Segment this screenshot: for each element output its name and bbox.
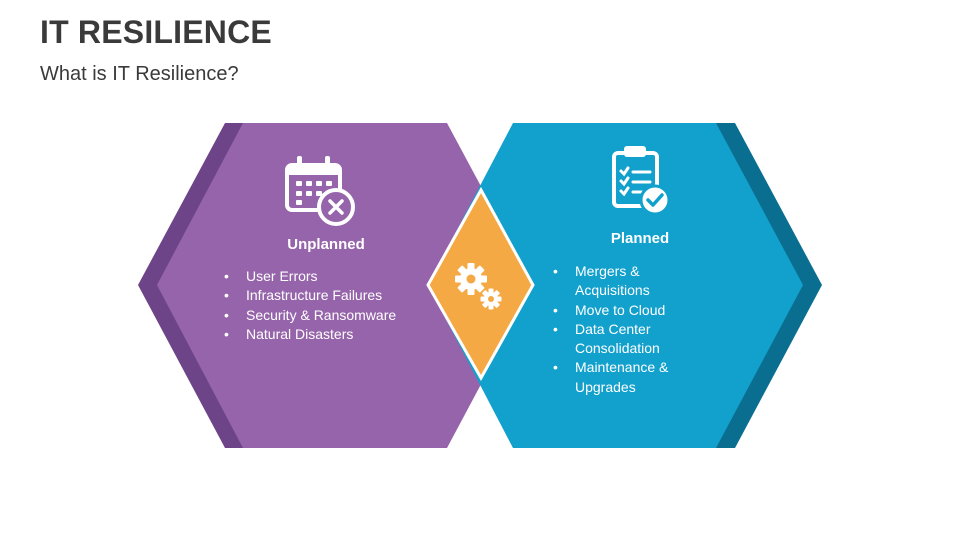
list-item: Natural Disasters [220,325,440,345]
page-subtitle: What is IT Resilience? [40,63,239,85]
planned-title: Planned [610,230,670,247]
list-item: Data Center Consolidation [549,320,689,359]
calendar-cancel-icon [285,156,355,226]
list-item: Infrastructure Failures [220,286,440,306]
page-title: IT RESILIENCE [40,14,272,50]
unplanned-list: User Errors Infrastructure Failures Secu… [220,267,440,344]
gears-icon [455,263,502,310]
clipboard-check-icon [612,146,671,216]
list-item: Maintenance & Upgrades [549,358,689,397]
list-item: Move to Cloud [549,301,689,321]
list-item: Security & Ransomware [220,306,440,326]
unplanned-title: Unplanned [287,236,365,253]
list-item: User Errors [220,267,440,287]
planned-list: Mergers & Acquisitions Move to Cloud Dat… [549,262,689,397]
list-item: Mergers & Acquisitions [549,262,689,301]
